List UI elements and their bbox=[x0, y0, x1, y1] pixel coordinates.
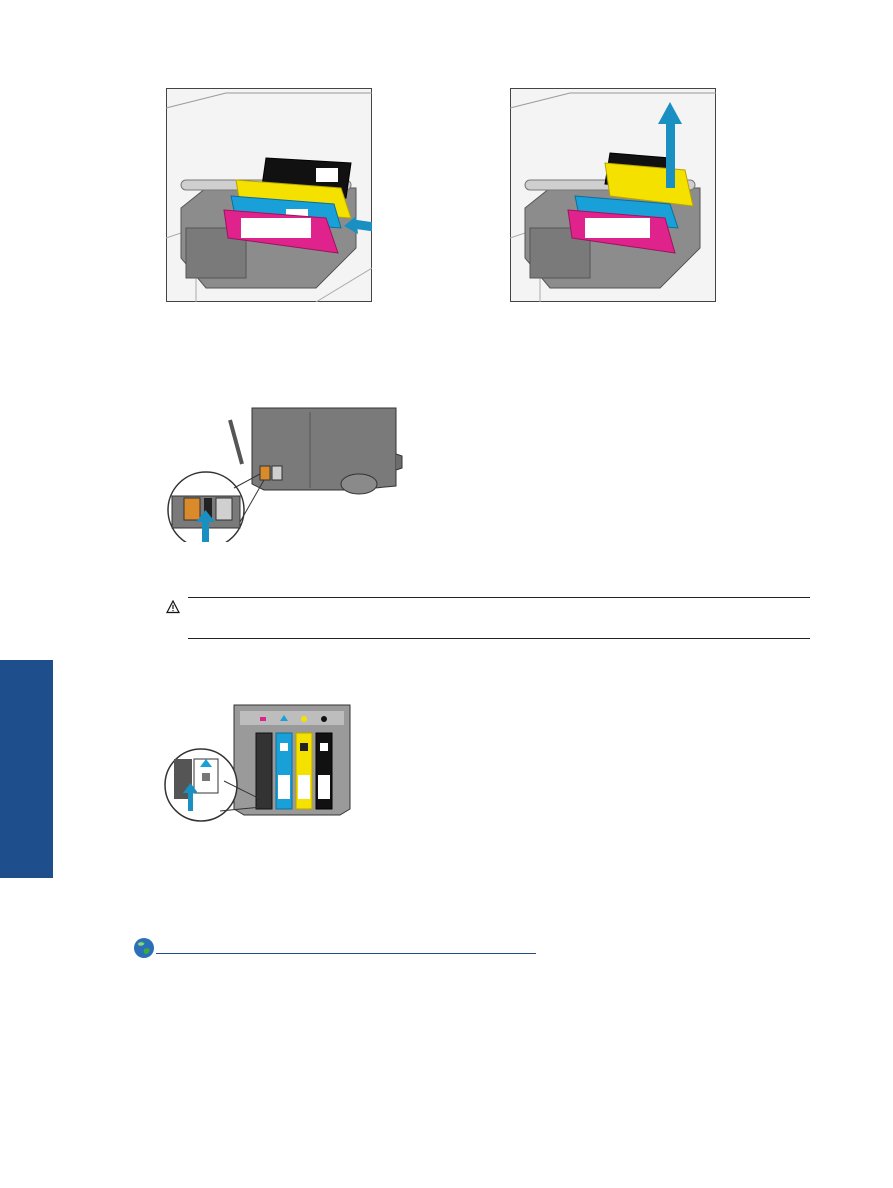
warning-bottom-rule bbox=[188, 638, 810, 639]
carriage-contacts-illustration bbox=[164, 703, 356, 823]
chapter-side-tab bbox=[0, 660, 53, 878]
web-link-underline[interactable] bbox=[156, 953, 536, 954]
cartridge-press-illustration bbox=[165, 88, 410, 303]
warning-triangle-icon bbox=[166, 599, 180, 614]
cartridge-lift-illustration bbox=[509, 88, 716, 302]
warning-top-rule bbox=[188, 597, 810, 598]
globe-icon[interactable] bbox=[133, 937, 155, 959]
cartridge-latch-illustration bbox=[164, 404, 404, 549]
